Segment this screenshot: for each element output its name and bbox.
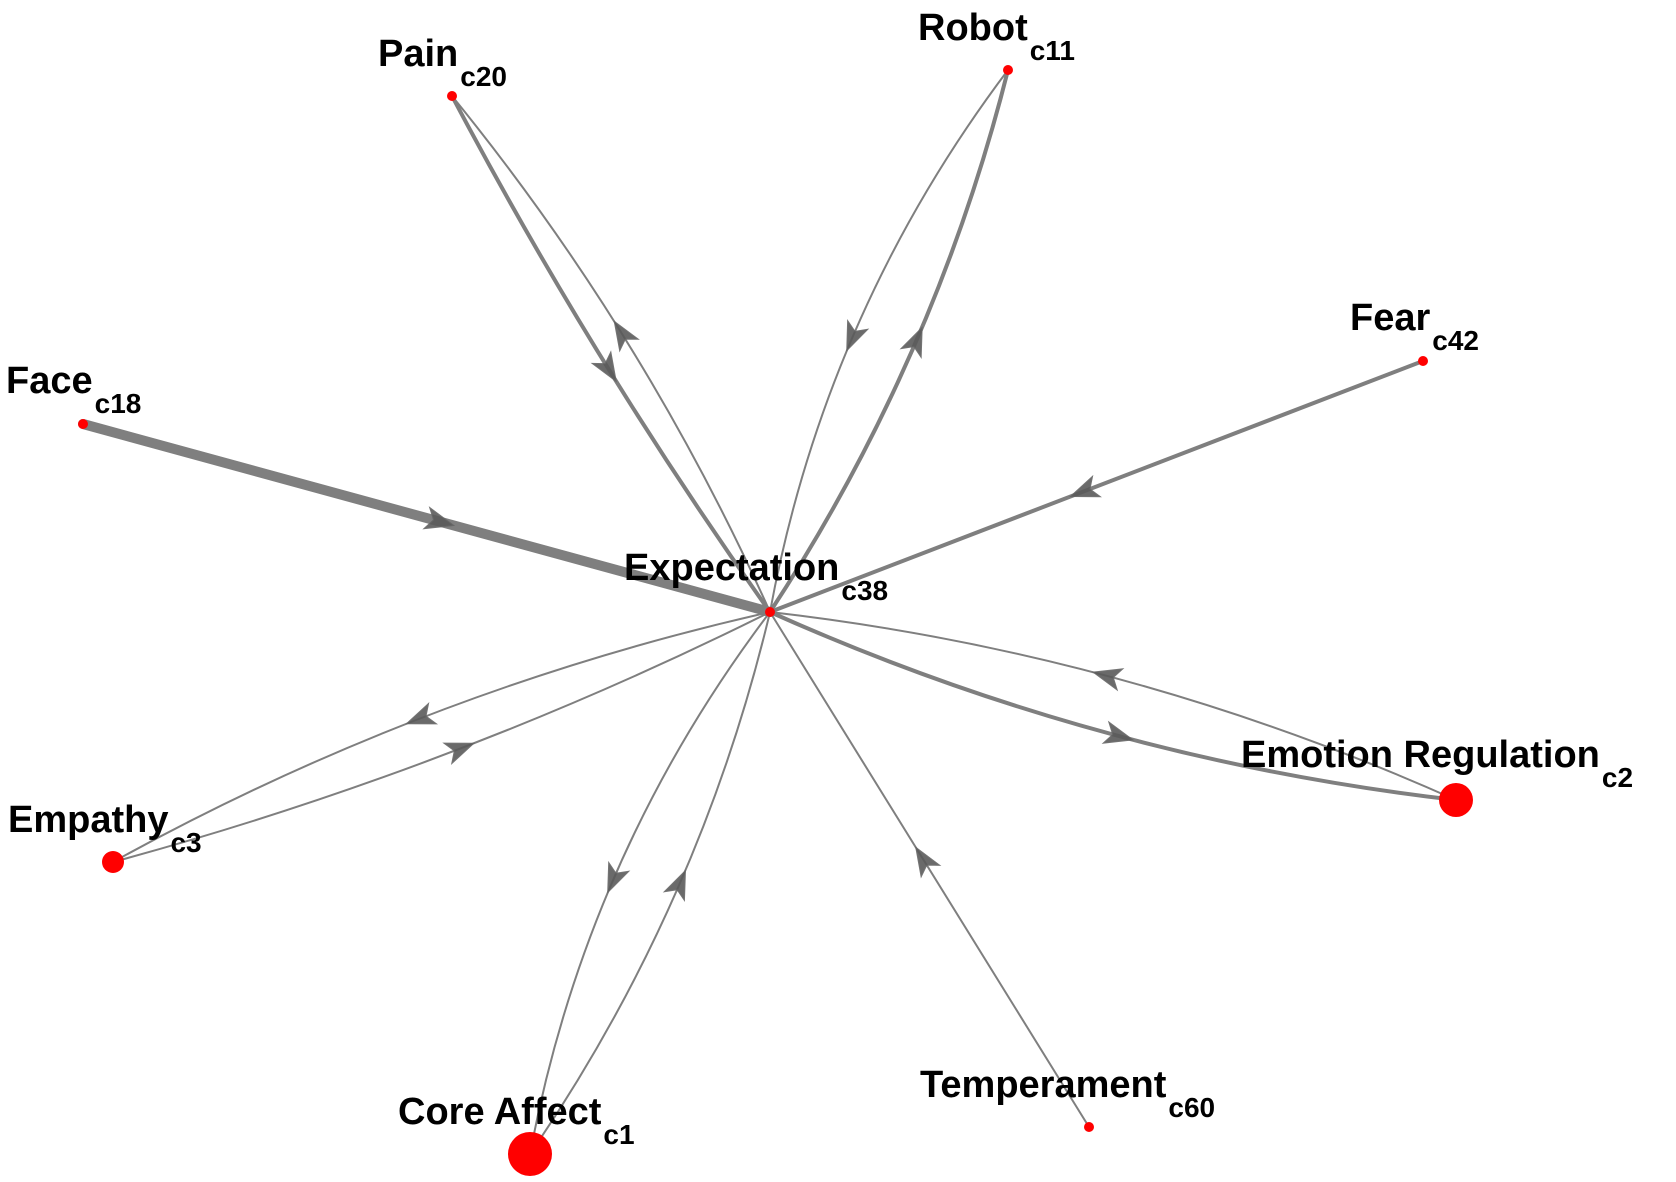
edge-expectation-to-emotion-regulation: [768, 610, 1458, 802]
edge-core-affect-to-expectation: [529, 611, 771, 1155]
arrowhead-pain-to-expectation: [590, 350, 617, 383]
node-fear: [1418, 356, 1428, 366]
label-face-code: c18: [95, 388, 142, 419]
arrowhead-expectation-to-pain: [613, 320, 640, 353]
label-temperament-code: c60: [1168, 1092, 1215, 1123]
label-robot-code: c11: [1030, 35, 1075, 66]
nodes-layer: [78, 65, 1473, 1176]
label-temperament-name: Temperament: [920, 1064, 1167, 1106]
edges-layer: [78, 68, 1458, 1155]
arrowhead-expectation-to-empathy: [405, 701, 439, 725]
label-pain-code: c20: [460, 61, 507, 92]
edge-robot-to-expectation: [769, 69, 1009, 613]
node-temperament: [1084, 1122, 1094, 1132]
arrowhead-emotion-regulation-to-expectation: [1091, 668, 1125, 692]
edge-temperament-to-expectation: [769, 611, 1090, 1128]
arrowhead-core-affect-to-expectation: [662, 869, 687, 903]
node-pain: [447, 91, 457, 101]
edge-emotion-regulation-to-expectation: [769, 611, 1457, 801]
label-empathy-name: Empathy: [8, 799, 168, 841]
label-expectation-code: c38: [841, 575, 888, 606]
label-core-affect-name: Core Affect: [398, 1091, 602, 1133]
node-core-affect: [508, 1132, 552, 1176]
node-empathy: [102, 851, 124, 873]
arrowhead-expectation-to-core-affect: [607, 860, 631, 894]
label-fear-code: c42: [1432, 325, 1479, 356]
edge-expectation-to-empathy: [112, 611, 771, 863]
label-robot-name: Robot: [918, 7, 1028, 49]
label-fear: Fearc42: [1350, 297, 1479, 356]
arrowhead-face-to-expectation: [422, 506, 456, 530]
arrowhead-robot-to-expectation: [846, 319, 870, 352]
edge-fear-to-expectation: [768, 359, 1425, 614]
label-expectation-name: Expectation: [624, 547, 839, 589]
label-temperament: Temperamentc60: [920, 1064, 1215, 1123]
label-core-affect-code: c1: [603, 1119, 634, 1150]
label-robot: Robotc11: [918, 7, 1075, 66]
node-robot: [1003, 65, 1013, 75]
label-emotion-regulation-name: Emotion Regulation: [1241, 734, 1600, 776]
label-face-name: Face: [6, 360, 93, 402]
edge-expectation-to-core-affect: [529, 611, 771, 1155]
arrowhead-empathy-to-expectation: [442, 742, 476, 766]
arrowhead-expectation-to-emotion-regulation: [1101, 720, 1135, 744]
node-emotion-regulation: [1439, 783, 1473, 817]
edge-expectation-to-pain: [451, 95, 771, 613]
edge-face-to-expectation: [78, 419, 775, 617]
label-emotion-regulation: Emotion Regulationc2: [1241, 734, 1633, 793]
edge-empathy-to-expectation: [112, 611, 771, 863]
arrowhead-fear-to-expectation: [1069, 474, 1102, 498]
label-pain: Painc20: [378, 33, 507, 92]
label-fear-name: Fear: [1350, 297, 1430, 339]
edge-pain-to-expectation: [450, 94, 772, 614]
arrowhead-temperament-to-expectation: [915, 846, 942, 879]
label-pain-name: Pain: [378, 33, 458, 75]
node-face: [78, 419, 88, 429]
label-empathy: Empathyc3: [8, 799, 202, 858]
label-expectation: Expectationc38: [624, 547, 888, 606]
label-emotion-regulation-code: c2: [1602, 762, 1633, 793]
labels-layer: Expectationc38 Painc20 Robotc11Fearc42Face…: [6, 7, 1633, 1150]
node-expectation: [765, 607, 775, 617]
arrowhead-expectation-to-robot: [899, 326, 923, 359]
label-face: Facec18: [6, 360, 141, 419]
edge-expectation-to-robot: [768, 68, 1010, 614]
label-empathy-code: c3: [170, 827, 201, 858]
label-core-affect: Core Affectc1: [398, 1091, 635, 1150]
